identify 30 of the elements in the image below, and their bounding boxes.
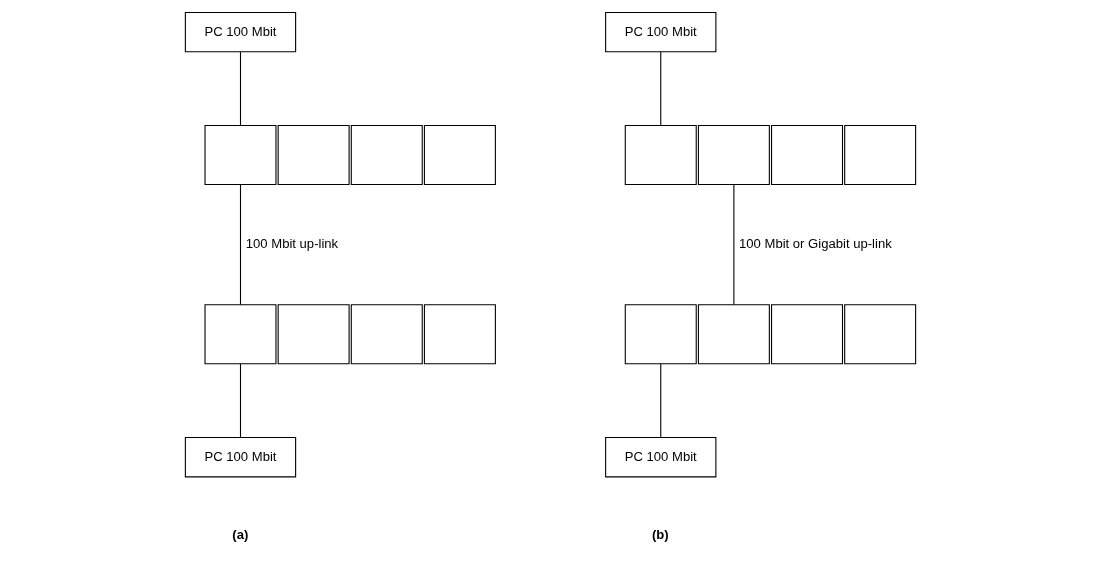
edge-label: 100 Mbit or Gigabit up-link [738,236,892,252]
label: (a) [231,527,248,543]
node-box [770,125,843,186]
node-box [697,125,770,186]
connector [732,184,734,306]
edge-label: 100 Mbit up-link [245,236,338,252]
connector [239,51,241,126]
node-box [277,125,350,186]
node-box [697,304,770,365]
connector [659,51,661,126]
node-box: PC 100 Mbit [184,11,296,53]
node-box [843,125,916,186]
connector [239,184,241,306]
node-box [350,304,423,365]
connector [659,363,661,438]
node-box: PC 100 Mbit [604,437,716,478]
node-box [423,304,496,365]
node-box [624,304,697,365]
node-box [350,125,423,186]
node-box: PC 100 Mbit [604,11,716,53]
node-box [277,304,350,365]
connector [239,363,241,438]
node-box: PC 100 Mbit [184,437,296,478]
node-box [423,125,496,186]
node-box [203,125,276,186]
node-box [203,304,276,365]
node-box [770,304,843,365]
label: (b) [651,527,669,543]
node-box [843,304,916,365]
node-box [624,125,697,186]
